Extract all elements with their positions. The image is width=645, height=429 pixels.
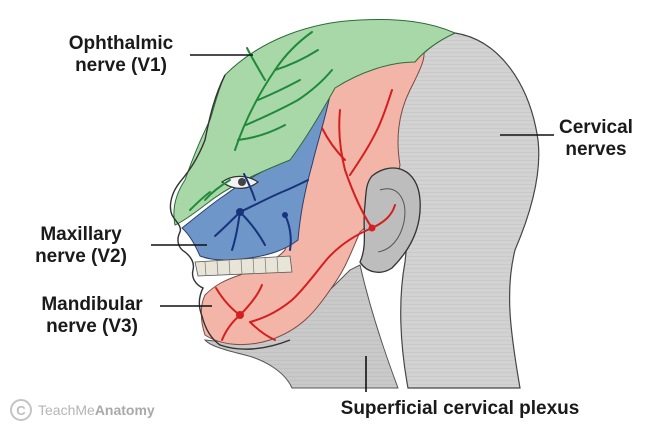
- cervical-label-line2: nerves: [548, 139, 644, 161]
- maxillary-label-line2: nerve (V2): [14, 246, 148, 268]
- maxillary-label-line1: Maxillary: [14, 224, 148, 246]
- ophthalmic-label-line2: nerve (V1): [52, 55, 190, 77]
- mandibular-label-line2: nerve (V3): [26, 316, 158, 338]
- mandibular-label-line1: Mandibular: [26, 294, 158, 316]
- ophthalmic-label: Ophthalmic nerve (V1): [52, 33, 190, 77]
- ophthalmic-label-line1: Ophthalmic: [52, 33, 190, 55]
- teachmeanatomy-watermark: C TeachMeAnatomy: [10, 399, 155, 421]
- cervical-label-line1: Cervical: [548, 117, 644, 139]
- mandibular-label: Mandibular nerve (V3): [26, 294, 158, 338]
- copyright-icon: C: [10, 399, 32, 421]
- watermark-brand: TeachMeAnatomy: [38, 402, 155, 418]
- cervical-nerves-label: Cervical nerves: [548, 117, 644, 161]
- superficial-cervical-plexus-label: Superficial cervical plexus: [300, 398, 620, 420]
- maxillary-label: Maxillary nerve (V2): [14, 224, 148, 268]
